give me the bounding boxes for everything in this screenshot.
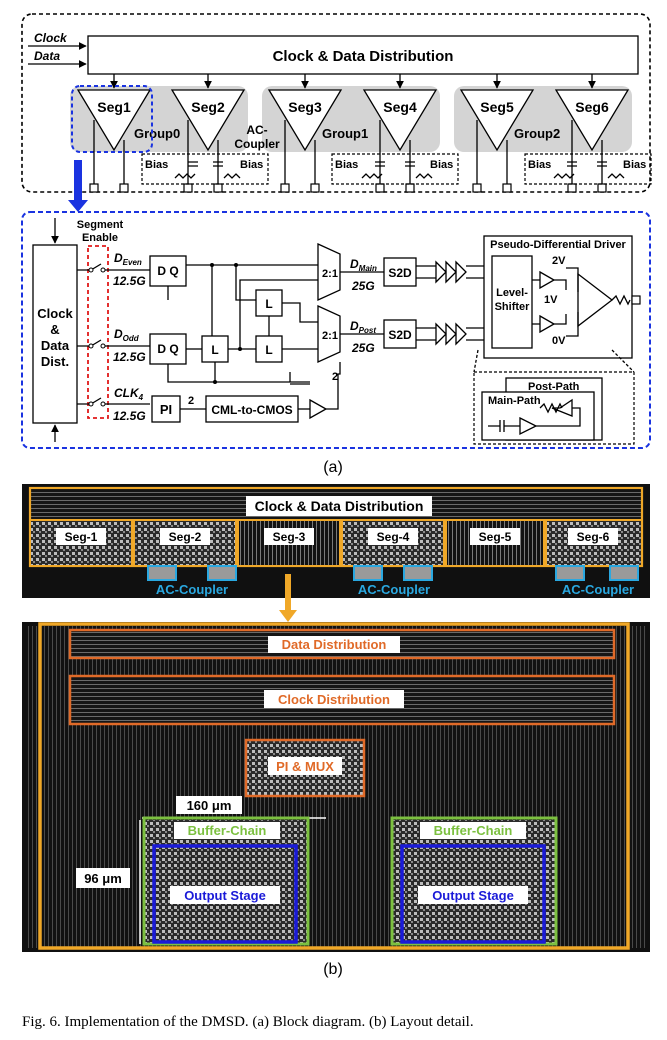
bias-label-1b: Bias [430,159,453,171]
group2-label: Group2 [514,126,560,141]
caption-a: (a) [323,459,343,476]
enable-switches [77,264,110,404]
bias-label-0a: Bias [145,159,168,171]
d-main-label: DMain [350,257,377,273]
bias-label-2a: Bias [528,159,551,171]
driver-output-pad [632,296,640,304]
latch-top-label: L [265,297,272,311]
dim-height-label: 96 μm [84,871,122,886]
bias-label-1a: Bias [335,159,358,171]
cdd-label-4: Dist. [41,354,69,369]
group1-label: Group1 [322,126,368,141]
clk4-rate: 12.5G [113,409,146,423]
layout-top-title: Clock & Data Distribution [255,498,424,514]
layout-seg-4: Seg-4 [377,530,410,544]
v1-label: 1V [544,294,558,306]
dim-width-label: 160 μm [187,798,232,813]
v0-label: 0V [552,335,566,347]
dff-odd-label: D Q [157,342,178,356]
level-shifter-label-1: Level- [496,287,528,299]
output-stage-left-label: Output Stage [184,888,266,903]
layout-seg-1: Seg-1 [65,530,98,544]
ac-coupler-label-1: AC-Coupler [156,582,228,597]
layout-seg-3: Seg-3 [273,530,306,544]
main-path-label: Main-Path [488,395,541,407]
clock-input-label: Clock [34,31,68,45]
seg6-label: Seg6 [575,99,609,115]
d-post-rate: 25G [351,341,375,355]
output-stage-right-label: Output Stage [432,888,514,903]
cml-to-cmos-label: CML-to-CMOS [211,403,292,417]
d-even-rate: 12.5G [113,274,146,288]
cdd-label-3: Data [41,338,70,353]
buffer-chain-left-label: Buffer-Chain [188,823,267,838]
s2d-post-label: S2D [388,328,412,342]
seg4-label: Seg4 [383,99,417,115]
ac-coupler-label-3: AC-Coupler [562,582,634,597]
dff-even-label: D Q [157,264,178,278]
seg1-label: Seg1 [97,99,131,115]
pi-bus-width: 2 [188,395,194,407]
mux-main-label: 2:1 [322,268,338,280]
latch-mid-label: L [211,343,218,357]
layout-seg-5: Seg-5 [479,530,512,544]
ac-coupler-label-line1: AC- [246,123,267,137]
group0-label: Group0 [134,126,180,141]
level-shifter-label-2: Shifter [495,301,531,313]
layout-b: Clock & Data Distribution Seg-1 Seg-2 Se… [22,484,650,978]
data-input-label: Data [34,49,60,63]
d-even-label: DEven [114,251,142,267]
d-main-rate: 25G [351,279,375,293]
clk4-label: CLK4 [114,386,144,402]
d-odd-rate: 12.5G [113,350,146,364]
pi-mux-label: PI & MUX [276,759,334,774]
cdd-label-1: Clock [37,306,73,321]
post-path-label: Post-Path [528,381,580,393]
layout-segments [30,520,642,566]
datapath-wires [168,265,318,382]
data-distribution-label: Data Distribution [282,637,387,652]
seg5-label: Seg5 [480,99,514,115]
seg2-label: Seg2 [191,99,225,115]
ac-coupler-label-line2: Coupler [234,137,280,151]
layout-seg-6: Seg-6 [577,530,610,544]
clock-distribution-label: Clock Distribution [278,692,390,707]
clock-data-distribution-label: Clock & Data Distribution [273,48,454,65]
figure-caption: Fig. 6. Implementation of the DMSD. (a) … [22,1014,474,1030]
clk-bus-width: 2 [332,371,338,383]
pi-label: PI [160,402,172,417]
caption-b: (b) [323,961,343,978]
buffer-chain-right-label: Buffer-Chain [434,823,513,838]
d-odd-label: DOdd [114,327,140,343]
segment-enable-line1: Segment [77,219,124,231]
cdd-label-2: & [50,322,59,337]
blue-zoom-arrow [68,160,88,212]
bias-label-0b: Bias [240,159,263,171]
mux-post-label: 2:1 [322,330,338,342]
diagram-a: Clock Data Clock & Data Distribution Gro… [22,14,651,476]
latch-right-label: L [265,343,272,357]
layout-seg-2: Seg-2 [169,530,202,544]
segment-enable-line2: Enable [82,232,118,244]
buffer-chains [416,262,484,344]
s2d-main-label: S2D [388,266,412,280]
output-pads [90,184,606,192]
v2-label: 2V [552,255,566,267]
seg3-label: Seg3 [288,99,322,115]
bias-label-2b: Bias [623,159,646,171]
d-post-label: DPost [350,319,376,335]
ac-coupler-label-2: AC-Coupler [358,582,430,597]
pseudo-diff-driver-label: Pseudo-Differential Driver [490,239,626,251]
